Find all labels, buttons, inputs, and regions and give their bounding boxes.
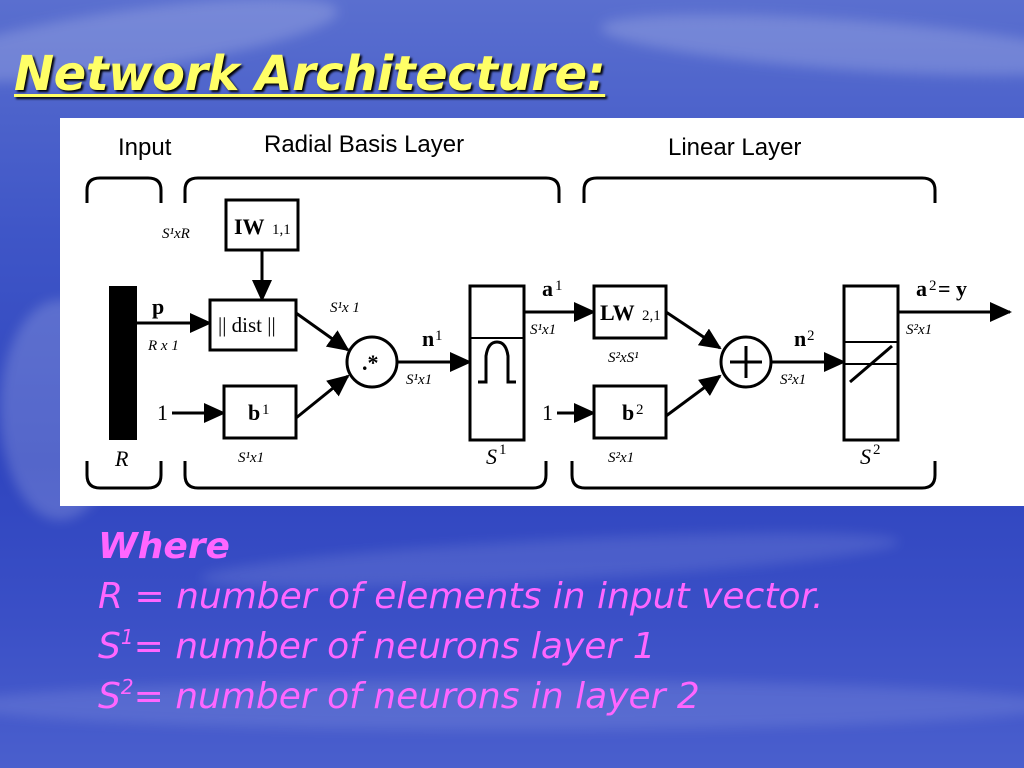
b2-label: b <box>622 400 634 425</box>
purelin-label: S <box>860 444 871 469</box>
lw-dim: S²xS¹ <box>608 350 639 366</box>
radbas-superscript: 1 <box>499 442 507 458</box>
radbas-transfer-block <box>468 284 526 442</box>
dist-to-product-arrow <box>295 311 350 352</box>
a2-superscript: 2 <box>929 278 937 294</box>
b1-block <box>222 384 298 440</box>
linear-brace <box>582 176 937 203</box>
linear-layer-label: Linear Layer <box>668 134 801 161</box>
input-brace <box>85 176 163 203</box>
b1-dim: S¹x1 <box>238 450 264 466</box>
dist-out-dim: S¹x 1 <box>330 300 360 316</box>
lw-label: LW <box>600 300 635 325</box>
a2-suffix: = y <box>938 276 967 301</box>
purelin-icon <box>849 344 893 384</box>
slide-title: Network Architecture: <box>14 46 606 102</box>
b2-to-sum-arrow <box>665 374 722 418</box>
dist-label: || dist || <box>218 313 276 337</box>
lw-subscript: 2,1 <box>642 308 661 324</box>
dist-block <box>208 298 298 352</box>
bottom-braces <box>85 461 937 490</box>
n2-dim: S²x1 <box>780 372 806 388</box>
radial-basis-layer-label: Radial Basis Layer <box>264 131 464 158</box>
legend-s2-definition: S2= number of neurons in layer 2 <box>98 672 998 722</box>
s1-superscript: 1 <box>120 625 134 649</box>
a1-dim: S¹x1 <box>530 322 556 338</box>
radial-brace-bottom <box>183 461 548 490</box>
input-vector-dim: R x 1 <box>147 338 179 354</box>
background-streak <box>598 2 1024 88</box>
s1-text: = number of neurons layer 1 <box>133 626 656 667</box>
network-diagram-svg: Input Radial Basis Layer Linear Layer R … <box>85 131 1012 490</box>
network-diagram: Input Radial Basis Layer Linear Layer R … <box>60 118 1024 506</box>
a2-label: a <box>916 276 927 301</box>
n2-superscript: 2 <box>807 328 815 344</box>
product-label: .* <box>362 350 379 375</box>
n2-label: n <box>794 326 806 351</box>
lw-to-sum-arrow <box>665 310 722 350</box>
b2-superscript: 2 <box>636 402 644 418</box>
input-vector-label: p <box>152 294 164 319</box>
legend-r-definition: R = number of elements in input vector. <box>98 576 824 617</box>
background-streak <box>0 680 1024 730</box>
input-vector-bar <box>109 286 137 440</box>
input-section-label: Input <box>118 134 172 161</box>
n1-label: n <box>422 326 434 351</box>
linear-brace-bottom <box>570 461 937 490</box>
n1-superscript: 1 <box>435 328 443 344</box>
top-braces <box>85 176 937 203</box>
a2-dim: S²x1 <box>906 322 932 338</box>
s2-text: = number of neurons in layer 2 <box>133 676 700 717</box>
input-bar-label: R <box>114 446 129 471</box>
iw-subscript: 1,1 <box>272 222 291 238</box>
legend-s1-definition: S1= number of neurons layer 1 <box>98 622 998 672</box>
a1-superscript: 1 <box>555 278 563 294</box>
linear-bias-input: 1 <box>542 400 553 425</box>
iw-label: IW <box>234 214 265 239</box>
b1-label: b <box>248 400 260 425</box>
b2-dim: S²x1 <box>608 450 634 466</box>
purelin-superscript: 2 <box>873 442 881 458</box>
radbas-icon <box>478 340 516 384</box>
b1-superscript: 1 <box>262 402 270 418</box>
b2-block <box>592 384 668 440</box>
radial-bias-input: 1 <box>157 400 168 425</box>
n1-dim: S¹x1 <box>406 372 432 388</box>
iw-block <box>224 198 300 252</box>
radial-brace <box>183 176 561 203</box>
b1-to-product-arrow <box>295 374 350 420</box>
iw-dim: S¹xR <box>162 226 190 242</box>
s1-symbol: S <box>98 626 121 667</box>
legend: Where R = number of elements in input ve… <box>98 522 998 722</box>
radbas-label: S <box>486 444 497 469</box>
legend-heading: Where <box>98 526 230 567</box>
a1-label: a <box>542 276 553 301</box>
input-brace-bottom <box>85 461 163 490</box>
s2-superscript: 2 <box>120 675 134 699</box>
s2-symbol: S <box>98 676 121 717</box>
